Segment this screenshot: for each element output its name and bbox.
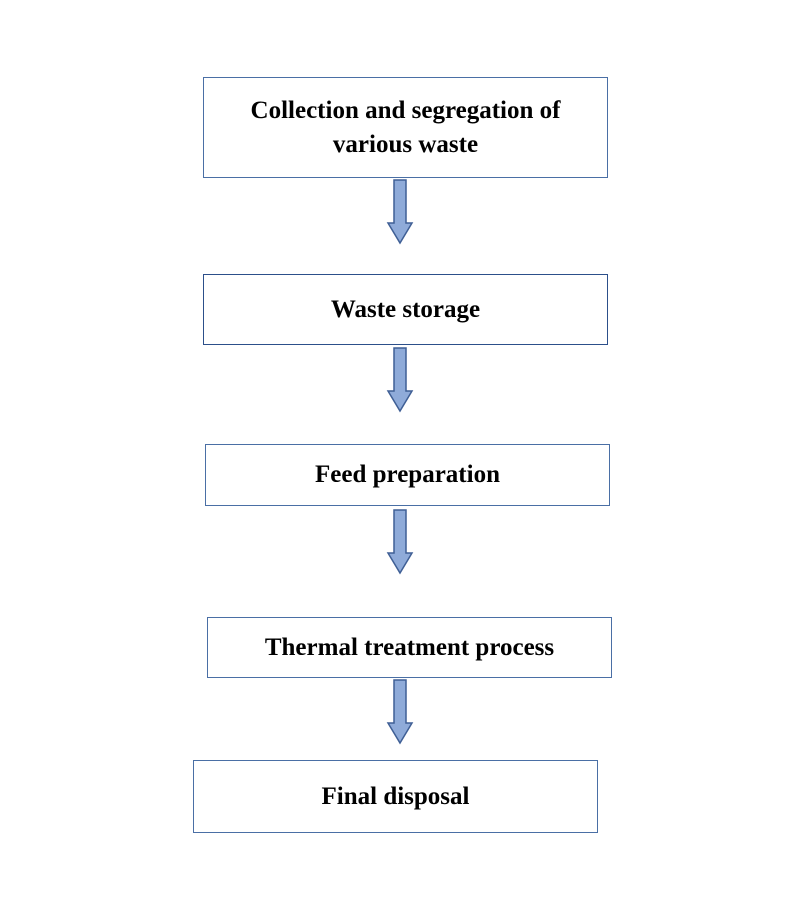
step-collection-segregation: Collection and segregation of various wa… bbox=[203, 77, 608, 178]
down-arrow-icon bbox=[386, 347, 414, 413]
step-thermal-treatment-label: Thermal treatment process bbox=[264, 633, 555, 661]
step-collection-line-2: various waste bbox=[332, 130, 479, 158]
step-waste-storage-label: Waste storage bbox=[330, 295, 481, 323]
step-waste-storage: Waste storage bbox=[203, 274, 608, 345]
step-feed-preparation: Feed preparation bbox=[205, 444, 610, 506]
step-collection-line-1: Collection and segregation of bbox=[250, 96, 561, 124]
step-feed-preparation-label: Feed preparation bbox=[315, 461, 500, 488]
step-final-disposal: Final disposal bbox=[193, 760, 598, 833]
step-collection-label: Collection and segregation of various wa… bbox=[251, 94, 561, 162]
down-arrow-icon bbox=[386, 179, 414, 245]
step-final-disposal-label: Final disposal bbox=[321, 782, 470, 810]
down-arrow-icon bbox=[386, 679, 414, 745]
down-arrow-icon bbox=[386, 509, 414, 575]
step-thermal-treatment: Thermal treatment process bbox=[207, 617, 612, 678]
